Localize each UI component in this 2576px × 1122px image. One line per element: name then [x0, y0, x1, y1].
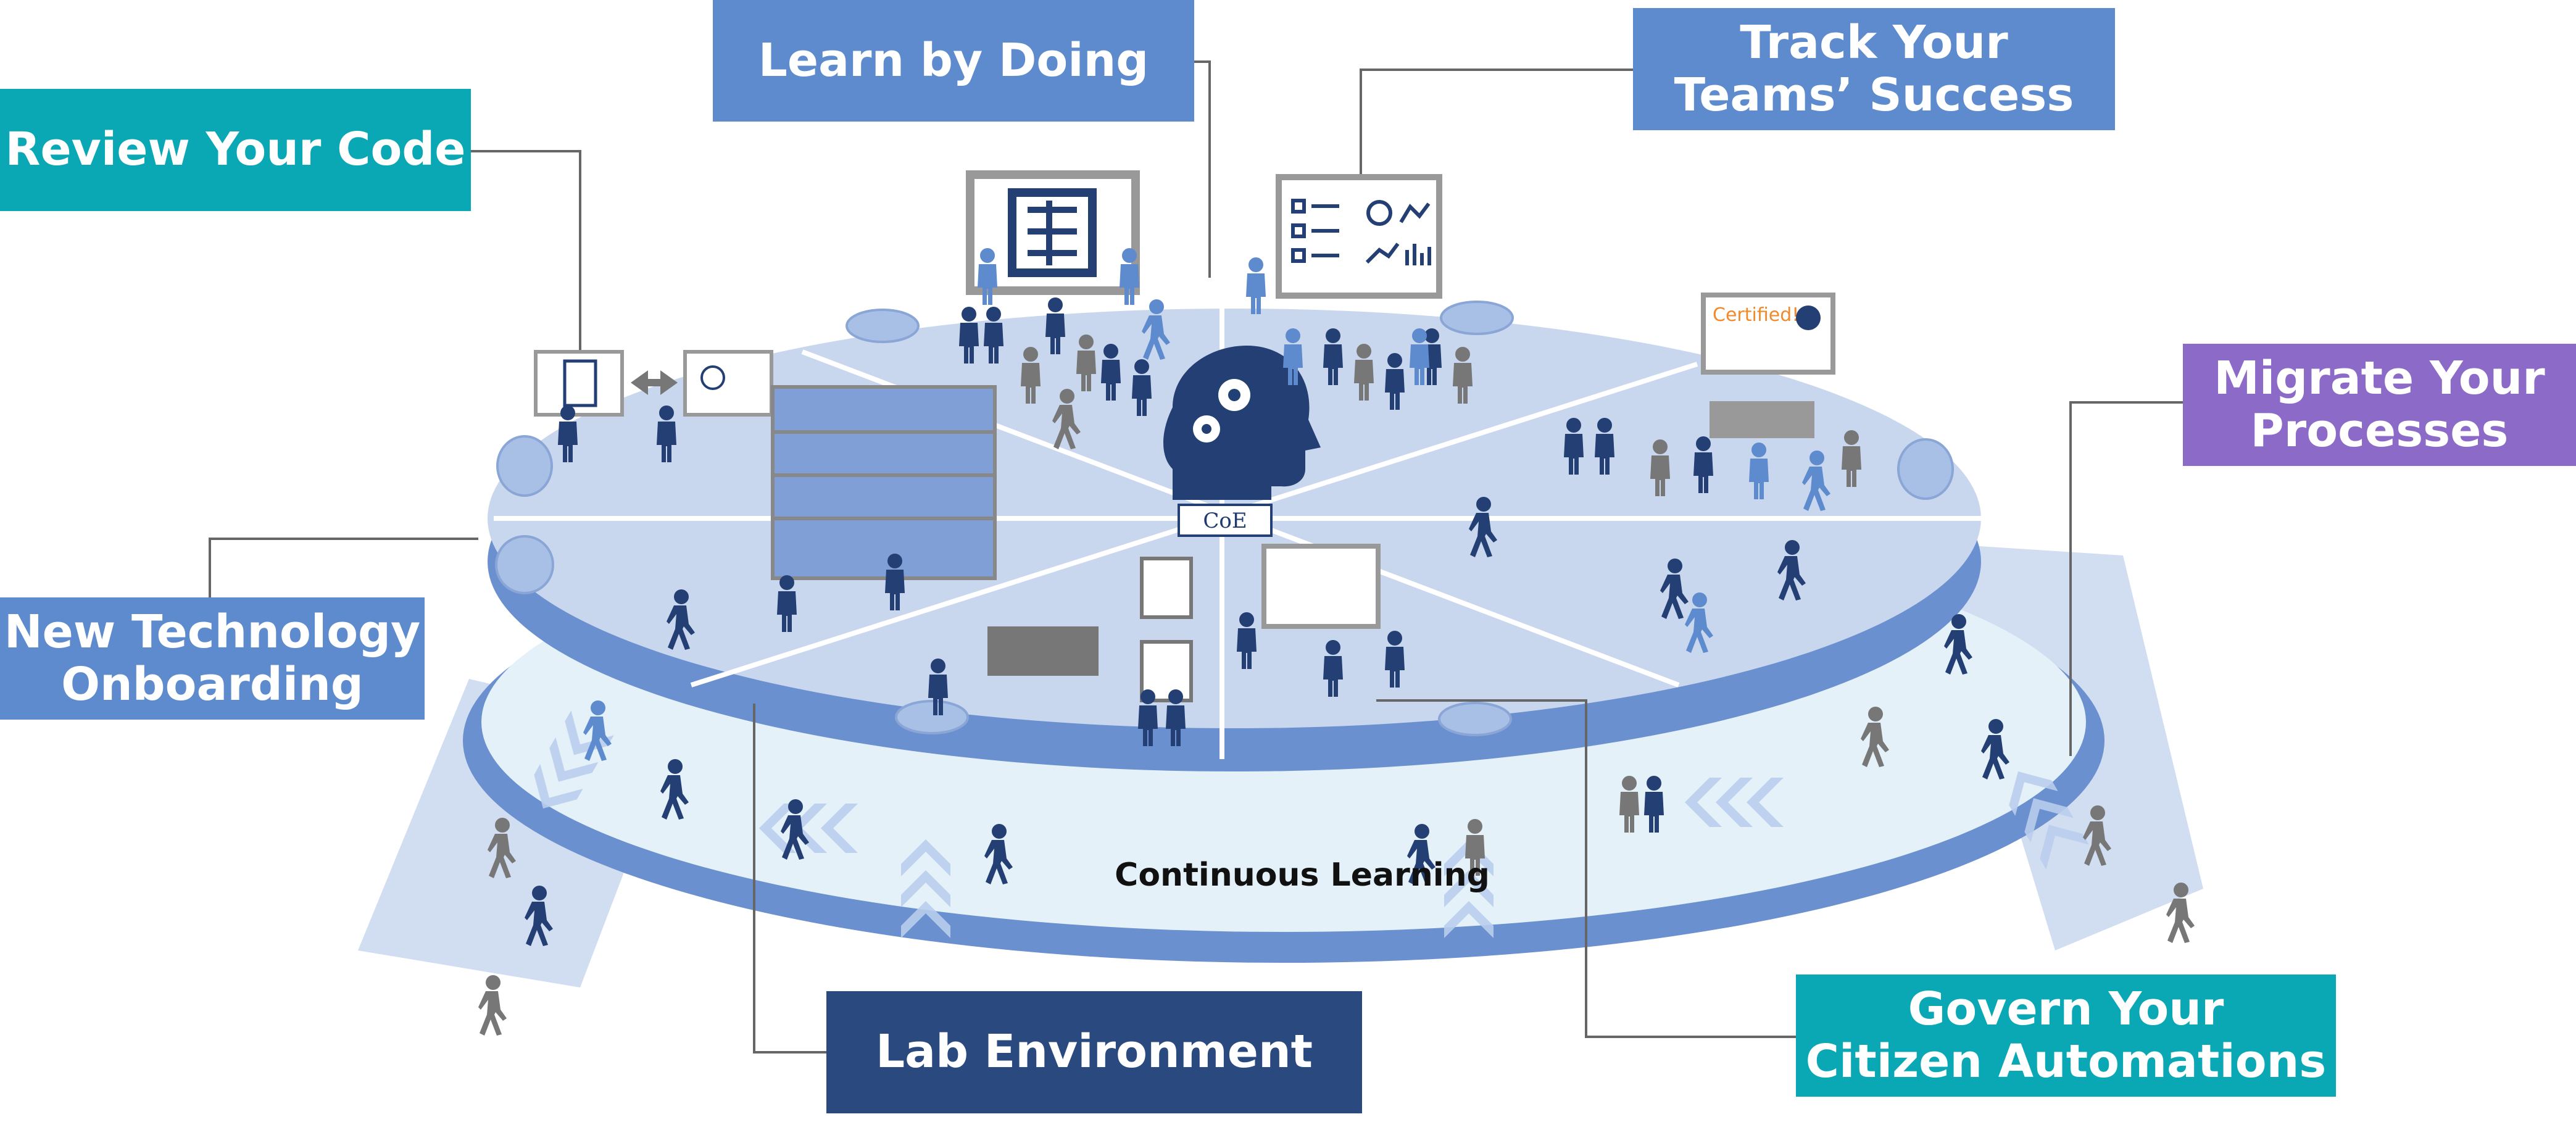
track-success-label: Track Your Teams’ Success — [1633, 8, 2115, 130]
govern-line2: Citizen Automations — [1805, 1035, 2327, 1088]
govern-automations-label: Govern Your Citizen Automations — [1796, 974, 2336, 1097]
lab-environment-label: Lab Environment — [826, 991, 1362, 1113]
learn-by-doing-label: Learn by Doing — [713, 0, 1194, 122]
new-tech-line2: Onboarding — [61, 658, 364, 711]
learn-by-doing-text: Learn by Doing — [758, 33, 1149, 87]
lab-environment-text: Lab Environment — [875, 1025, 1313, 1079]
new-tech-line1: New Technology — [4, 605, 421, 659]
track-success-line1: Track Your — [1740, 15, 2008, 69]
migrate-processes-line1: Migrate Your — [2214, 351, 2545, 405]
coe-label: CoE — [1203, 509, 1247, 533]
review-code-label: Review Your Code — [0, 89, 471, 211]
new-tech-onboarding-label: New Technology Onboarding — [0, 597, 425, 720]
board-review — [534, 350, 773, 417]
migrate-processes-line2: Processes — [2250, 404, 2509, 457]
board-learn — [966, 170, 1140, 295]
track-success-line2: Teams’ Success — [1674, 69, 2074, 122]
migrate-processes-label: Migrate Your Processes — [2183, 344, 2576, 466]
board-certified: Certified! — [1701, 293, 1835, 438]
connector-lines — [209, 60, 2183, 1053]
board-track — [1276, 174, 1442, 299]
continuous-learning-label: Continuous Learning — [1115, 857, 1490, 894]
certified-badge: Certified! — [1713, 304, 1799, 326]
govern-line1: Govern Your — [1908, 982, 2224, 1036]
review-code-text: Review Your Code — [5, 123, 466, 177]
board-lab — [771, 385, 1381, 702]
coe-head — [1163, 346, 1321, 500]
